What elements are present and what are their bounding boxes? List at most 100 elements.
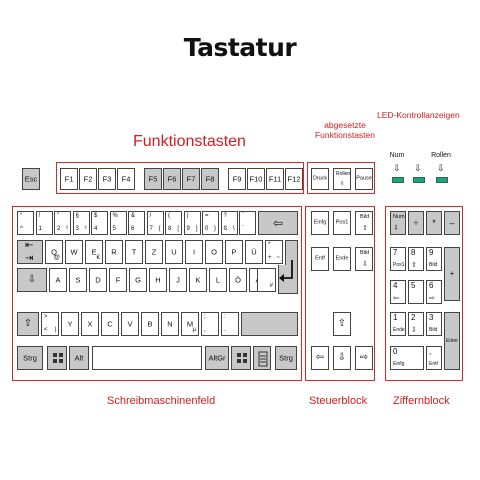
number-row-key[interactable]: !1: [35, 211, 53, 235]
key-f1[interactable]: F1: [60, 168, 78, 190]
key-num-8[interactable]: 8⇧: [408, 247, 424, 271]
key-multiply[interactable]: *: [426, 211, 442, 235]
key-z[interactable]: Z: [145, 240, 163, 264]
key-e[interactable]: E€: [85, 240, 103, 264]
key-f10[interactable]: F10: [247, 168, 265, 190]
key-f5[interactable]: F5: [144, 168, 162, 190]
number-row-key[interactable]: )9]: [183, 211, 201, 235]
key-f9[interactable]: F9: [228, 168, 246, 190]
key-w[interactable]: W: [65, 240, 83, 264]
key-f2[interactable]: F2: [79, 168, 97, 190]
key-rollen[interactable]: Rollen⇩: [333, 168, 351, 190]
key-f6[interactable]: F6: [163, 168, 181, 190]
key-h[interactable]: H: [149, 268, 167, 292]
key-a[interactable]: A: [49, 268, 67, 292]
key-shift-left[interactable]: ⇧: [17, 312, 39, 336]
key-tab[interactable]: ⇤ ⇥: [17, 240, 43, 264]
key-q[interactable]: Q@: [45, 240, 63, 264]
key-period[interactable]: :.: [221, 312, 239, 336]
key-o[interactable]: O: [205, 240, 223, 264]
key-num-6[interactable]: 6⇨: [426, 280, 442, 304]
number-row-key[interactable]: =0}: [202, 211, 219, 235]
key-n[interactable]: N: [161, 312, 179, 336]
number-row-key[interactable]: °^: [17, 211, 34, 235]
key-bild-down[interactable]: Bild⇩: [355, 247, 373, 271]
key-arrow-left[interactable]: ⇦: [311, 346, 329, 370]
key-oe[interactable]: Ö: [229, 268, 247, 292]
key-b[interactable]: B: [141, 312, 159, 336]
key-d[interactable]: D: [89, 268, 107, 292]
key-p[interactable]: P: [225, 240, 243, 264]
key-num[interactable]: Num⇩: [390, 211, 406, 235]
number-row-key[interactable]: ?ß\: [220, 211, 238, 235]
key-windows-left[interactable]: [47, 346, 67, 370]
key-lt[interactable]: > < |: [41, 312, 59, 336]
key-num-2[interactable]: 2⇩: [408, 312, 424, 336]
key-x[interactable]: X: [81, 312, 99, 336]
key-comma[interactable]: ;,: [201, 312, 219, 336]
key-num-comma[interactable]: ,Entf: [426, 346, 442, 370]
key-space[interactable]: [92, 346, 202, 370]
key-alt[interactable]: Alt: [69, 346, 89, 370]
key-plus[interactable]: * + ~: [265, 240, 283, 264]
key-f3[interactable]: F3: [98, 168, 116, 190]
number-row-key[interactable]: %5: [109, 211, 127, 235]
key-windows-right[interactable]: [231, 346, 251, 370]
key-u[interactable]: U: [165, 240, 183, 264]
key-capslock[interactable]: ⇩: [17, 268, 47, 292]
key-minus-num[interactable]: –: [444, 211, 460, 235]
key-t[interactable]: T: [125, 240, 143, 264]
key-s[interactable]: S: [69, 268, 87, 292]
key-altgr[interactable]: AltGr: [205, 346, 229, 370]
key-f7[interactable]: F7: [182, 168, 200, 190]
key-esc[interactable]: Esc: [22, 168, 40, 190]
number-row-key[interactable]: `´: [239, 211, 256, 235]
number-row-key[interactable]: &6: [128, 211, 145, 235]
key-strg-left[interactable]: Strg: [17, 346, 43, 370]
number-row-key[interactable]: $4: [91, 211, 108, 235]
key-f12[interactable]: F12: [285, 168, 303, 190]
number-row-key[interactable]: /7{: [146, 211, 164, 235]
key-bild-up[interactable]: Bild⇧: [355, 211, 373, 235]
key-r[interactable]: R: [105, 240, 123, 264]
key-c[interactable]: C: [101, 312, 119, 336]
key-hash[interactable]: #: [257, 268, 276, 292]
key-pause[interactable]: Pause: [355, 168, 373, 190]
key-strg-right[interactable]: Strg: [275, 346, 297, 370]
key-f11[interactable]: F11: [266, 168, 284, 190]
key-g[interactable]: G: [129, 268, 147, 292]
key-druck[interactable]: Druck: [311, 168, 329, 190]
key-enter-num[interactable]: Enter: [444, 312, 460, 370]
key-entf[interactable]: Entf: [311, 247, 329, 271]
key-menu[interactable]: [253, 346, 271, 370]
key-arrow-down[interactable]: ⇩: [333, 346, 351, 370]
key-einfg[interactable]: Einfg: [311, 211, 329, 235]
key-y[interactable]: Y: [61, 312, 79, 336]
key-arrow-up[interactable]: ⇧: [333, 312, 351, 336]
key-f8[interactable]: F8: [201, 168, 219, 190]
key-k[interactable]: K: [189, 268, 207, 292]
key-backspace[interactable]: ⇦: [258, 211, 298, 235]
key-ue[interactable]: Ü: [245, 240, 263, 264]
key-f[interactable]: F: [109, 268, 127, 292]
key-arrow-right[interactable]: ⇨: [355, 346, 373, 370]
key-divide[interactable]: ÷: [408, 211, 424, 235]
key-shift-right[interactable]: [241, 312, 298, 336]
key-f4[interactable]: F4: [117, 168, 135, 190]
key-num-4[interactable]: 4⇦: [390, 280, 406, 304]
key-pos1[interactable]: Pos1: [333, 211, 351, 235]
key-l[interactable]: L: [209, 268, 227, 292]
key-i[interactable]: I: [185, 240, 203, 264]
key-v[interactable]: V: [121, 312, 139, 336]
number-row-key[interactable]: (8[: [165, 211, 182, 235]
key-j[interactable]: J: [169, 268, 187, 292]
key-ende[interactable]: Ende: [333, 247, 351, 271]
